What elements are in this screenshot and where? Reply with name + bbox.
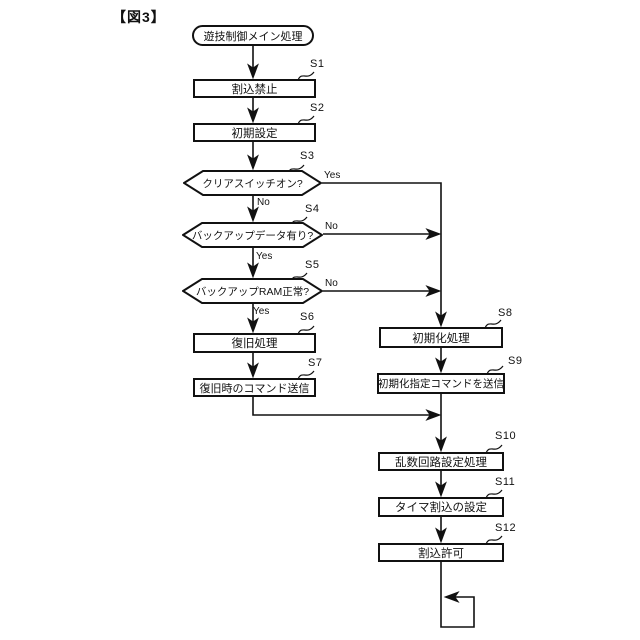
decision-hexagon-shape — [182, 222, 323, 248]
node-s10-label: 乱数回路設定処理 — [395, 456, 487, 469]
step-label-s8: S8 — [498, 307, 513, 319]
connector-s7-merge — [252, 397, 442, 421]
node-s4-label: バックアップデータ有り? — [191, 229, 314, 242]
node-start-label: 遊技制御メイン処理 — [203, 30, 303, 43]
node-s11-label: タイマ割込の設定 — [395, 502, 487, 514]
figure-title: 【図3】 — [112, 9, 166, 25]
connector-endless-loop — [440, 562, 475, 628]
step-label-s11: S11 — [495, 476, 516, 488]
step-label-s9: S9 — [508, 355, 523, 367]
node-s7-label: 復旧時のコマンド送信 — [199, 382, 310, 395]
node-s11: タイマ割込の設定 — [378, 497, 504, 517]
node-s9-label: 初期化指定コマンドを送信 — [378, 378, 504, 390]
node-s4: バックアップデータ有り? — [182, 222, 323, 248]
step-label-s2: S2 — [310, 102, 325, 114]
branch-label-s3-no: No — [257, 197, 270, 208]
connector-s3-yes-s8 — [322, 182, 447, 328]
branch-label-s4-no: No — [325, 221, 338, 232]
step-label-s7: S7 — [308, 357, 323, 369]
node-s10: 乱数回路設定処理 — [378, 452, 504, 471]
node-s2: 初期設定 — [193, 123, 316, 142]
node-s6-label: 復旧処理 — [231, 338, 278, 350]
node-s1: 割込禁止 — [193, 79, 316, 98]
branch-label-s3-yes: Yes — [324, 170, 341, 181]
step-label-s3: S3 — [300, 150, 315, 162]
node-s3: クリアスイッチオン? — [183, 170, 322, 196]
node-s5-label: バックアップRAM正常? — [195, 285, 310, 298]
branch-label-s4-yes: Yes — [256, 251, 273, 262]
decision-hexagon-shape — [183, 170, 322, 196]
step-label-s12: S12 — [495, 522, 517, 534]
step-label-s10: S10 — [495, 430, 517, 442]
node-s5: バックアップRAM正常? — [182, 278, 323, 304]
node-s6: 復旧処理 — [193, 333, 316, 353]
decision-hexagon-shape — [182, 278, 323, 304]
branch-label-s5-no: No — [325, 278, 338, 289]
node-s1-label: 割込禁止 — [231, 83, 278, 96]
step-label-s4: S4 — [305, 203, 320, 215]
step-label-s1: S1 — [310, 58, 325, 70]
node-s12: 割込許可 — [378, 543, 504, 562]
node-s7: 復旧時のコマンド送信 — [193, 378, 316, 397]
branch-label-s5-yes: Yes — [253, 306, 270, 317]
step-label-s5: S5 — [305, 259, 320, 271]
node-s2-label: 初期設定 — [231, 127, 278, 140]
node-s8: 初期化処理 — [379, 327, 503, 348]
node-s8-label: 初期化処理 — [412, 332, 470, 345]
node-s9: 初期化指定コマンドを送信 — [377, 373, 505, 394]
step-label-s6: S6 — [300, 311, 315, 323]
node-start: 遊技制御メイン処理 — [192, 25, 314, 46]
node-s3-label: クリアスイッチオン? — [202, 177, 303, 190]
node-s12-label: 割込許可 — [418, 547, 464, 560]
